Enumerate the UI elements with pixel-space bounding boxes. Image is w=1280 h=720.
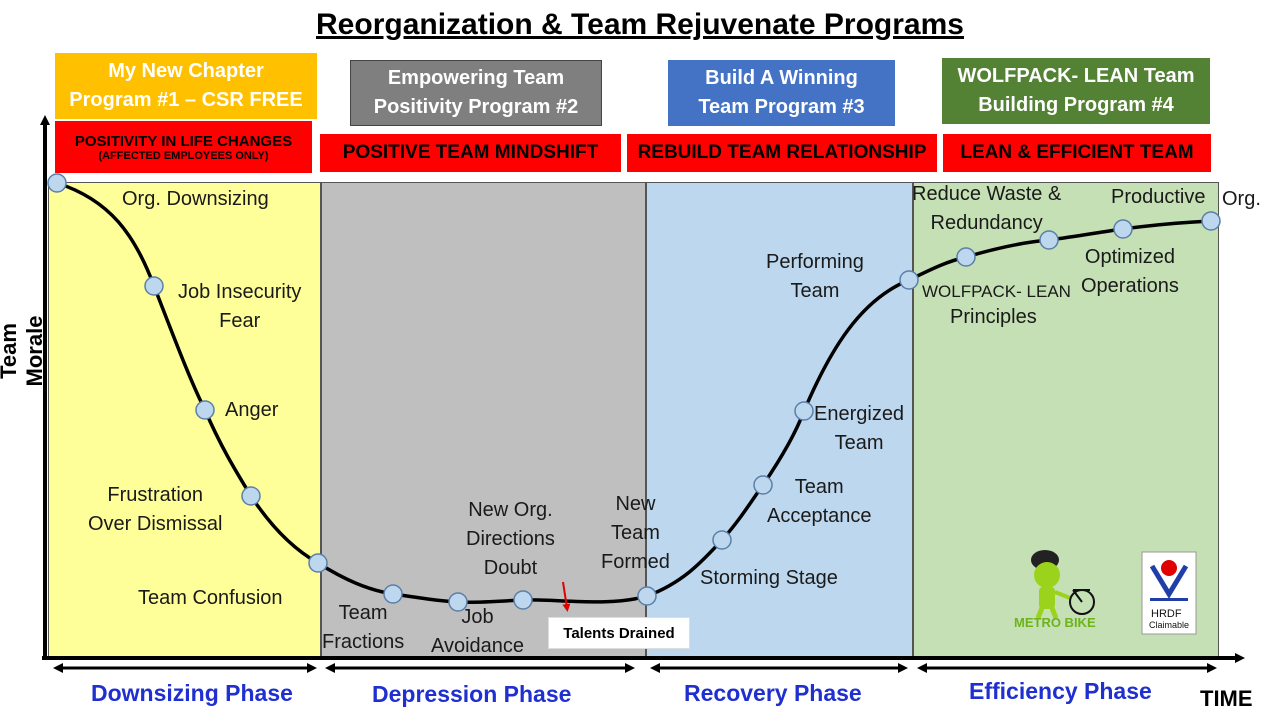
label-org: Org. <box>1222 188 1261 210</box>
label-frustration: Frustration Over Dismissal <box>88 484 223 535</box>
stage-dot-reduce-waste <box>1039 230 1059 250</box>
label-performing: Performing Team <box>766 251 864 302</box>
hrdf-text: HRDF <box>1151 608 1182 620</box>
focus-2-label: POSITIVE TEAM MINDSHIFT <box>342 142 599 163</box>
program-3-line1: Build A Winning <box>705 67 858 89</box>
stage-dot-optimized <box>1113 219 1133 239</box>
hrdf-sub-text: Claimable <box>1149 620 1190 630</box>
stage-dot-frustration <box>241 486 261 506</box>
label-optimized: Optimized Operations <box>1081 246 1179 297</box>
stage-dot-performing <box>899 270 919 290</box>
label-new-team: New Team Formed <box>601 493 670 573</box>
stage-dot-productive <box>1201 211 1221 231</box>
label-team-fractions: Team Fractions <box>322 602 405 653</box>
phase-bg-recovery <box>646 182 913 658</box>
metro-bike-text: METRO BIKE <box>1014 615 1096 630</box>
phase-name-depression: Depression Phase <box>372 681 572 707</box>
talents-drained-box: Talents Drained <box>548 617 690 649</box>
focus-1-line1: POSITIVITY IN LIFE CHANGES <box>74 132 293 150</box>
program-1-box: My New Chapter Program #1 – CSR FREE <box>55 53 317 119</box>
label-job-insecurity: Job Insecurity Fear <box>178 281 302 332</box>
stage-dot-acceptance <box>753 475 773 495</box>
label-productive: Productive <box>1111 186 1206 208</box>
label-anger: Anger <box>225 399 279 421</box>
label-principles: Principles <box>950 306 1037 328</box>
label-job-avoidance: Job Avoidance <box>431 606 525 657</box>
stage-dot-doubt <box>513 590 533 610</box>
focus-1-line2: (AFFECTED EMPLOYEES ONLY) <box>98 149 269 162</box>
stage-dot-energized <box>794 401 814 421</box>
label-doubt: New Org. Directions Doubt <box>466 499 555 579</box>
stage-dot-storming <box>712 530 732 550</box>
focus-2-box: POSITIVE TEAM MINDSHIFT <box>320 134 621 172</box>
label-storming: Storming Stage <box>700 567 838 589</box>
stage-dot-team-confusion <box>308 553 328 573</box>
program-4-box: WOLFPACK- LEAN Team Building Program #4 <box>942 58 1210 124</box>
x-axis-label: TIME <box>1200 686 1253 711</box>
program-2-line1: Empowering Team <box>387 67 565 89</box>
stage-dot-job-insecurity <box>144 276 164 296</box>
program-2-box: Empowering Team Positivity Program #2 <box>350 60 602 126</box>
stage-dot-anger <box>195 400 215 420</box>
phase-name-downsizing: Downsizing Phase <box>91 680 293 706</box>
program-4-line1: WOLFPACK- LEAN Team <box>957 65 1195 87</box>
program-3-box: Build A Winning Team Program #3 <box>668 60 895 126</box>
morale-curve <box>56 181 1212 605</box>
program-3-line2: Team Program #3 <box>698 96 865 118</box>
focus-4-label: LEAN & EFFICIENT TEAM <box>960 142 1194 163</box>
program-4-line2: Building Program #4 <box>978 94 1174 116</box>
label-acceptance: Team Acceptance <box>767 476 872 527</box>
focus-4-box: LEAN & EFFICIENT TEAM <box>943 134 1211 172</box>
stage-dot-new-team <box>637 586 657 606</box>
stage-dot-job-avoidance <box>448 592 468 612</box>
focus-3-box: REBUILD TEAM RELATIONSHIP <box>627 134 937 172</box>
label-reduce-waste: Reduce Waste & Redundancy <box>912 183 1062 234</box>
stage-dot-start <box>47 173 67 193</box>
label-team-confusion: Team Confusion <box>138 587 283 609</box>
phase-bg-depression <box>321 182 646 658</box>
page-title: Reorganization & Team Rejuvenate Program… <box>316 8 964 41</box>
label-org-downsizing: Org. Downsizing <box>122 188 269 210</box>
phase-name-recovery: Recovery Phase <box>684 680 862 706</box>
metro-bike-logo <box>1031 550 1095 619</box>
focus-3-label: REBUILD TEAM RELATIONSHIP <box>637 142 927 163</box>
phase-bg-downsizing <box>48 182 321 658</box>
focus-1-box: POSITIVITY IN LIFE CHANGES (AFFECTED EMP… <box>55 121 312 173</box>
label-wolfpack: WOLFPACK- LEAN <box>922 282 1071 301</box>
label-energized: Energized Team <box>814 403 905 454</box>
y-axis-label: Team Morale <box>0 315 47 387</box>
stage-dot-wolfpack <box>956 247 976 267</box>
program-2-line2: Positivity Program #2 <box>373 96 579 118</box>
talents-drained-arrow <box>562 581 571 612</box>
hrdf-logo <box>1141 551 1197 635</box>
program-1-line2: Program #1 – CSR FREE <box>69 89 303 111</box>
program-1-line1: My New Chapter <box>108 60 264 82</box>
phase-name-efficiency: Efficiency Phase <box>969 678 1152 704</box>
stage-dot-team-fractions <box>383 584 403 604</box>
